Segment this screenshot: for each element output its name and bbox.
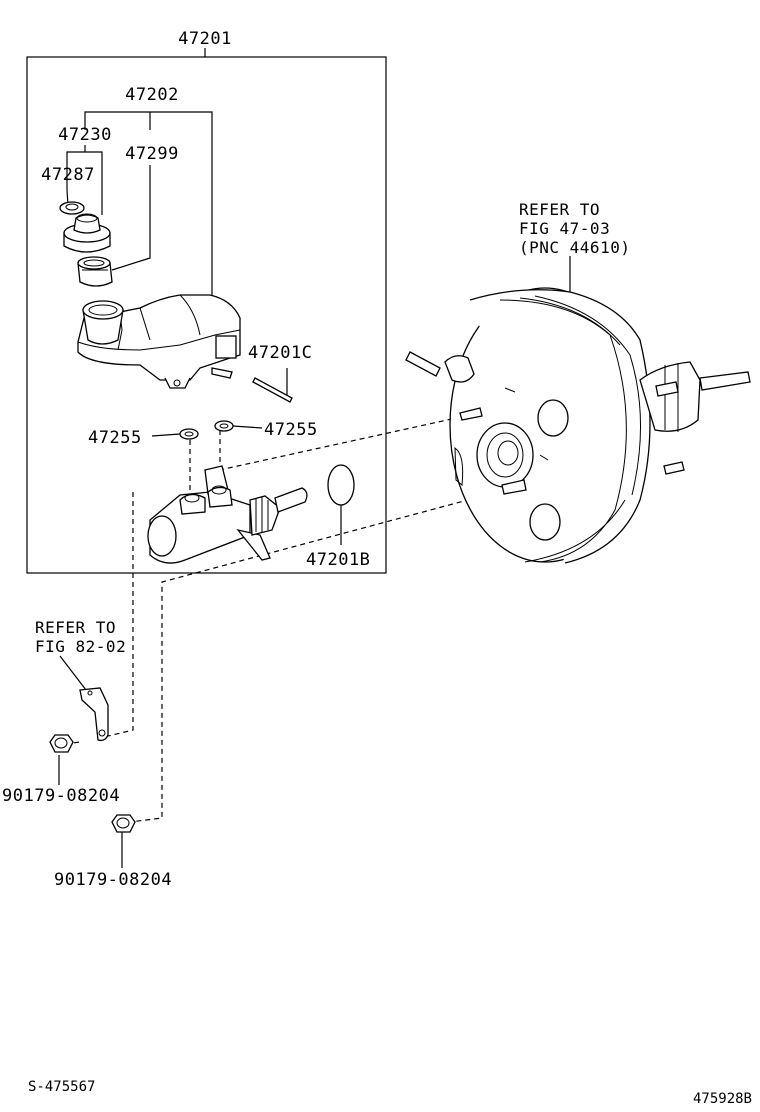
label-oring: 47201B — [306, 550, 370, 570]
brake-booster-part — [405, 287, 751, 564]
label-grommet-right: 47255 — [264, 420, 318, 440]
nut-lower-part — [111, 814, 136, 833]
bracket-ref-line1: REFER TO — [35, 618, 116, 637]
booster-ref-line1: REFER TO — [519, 200, 600, 219]
cap-gasket-part — [59, 201, 85, 215]
master-cylinder-part — [147, 465, 308, 564]
footer-right-code: 475928B — [693, 1091, 752, 1107]
label-reservoir: 47202 — [125, 85, 179, 105]
leader-lines — [58, 111, 571, 868]
booster-ref-line3: (PNC 44610) — [519, 238, 630, 257]
reservoir-cap-part — [63, 213, 111, 253]
label-nut-upper: 90179-08204 — [2, 786, 120, 806]
bracket-ref-line2: FIG 82-02 — [35, 637, 126, 656]
grommet-small-right — [214, 420, 234, 432]
label-cap: 47230 — [58, 125, 112, 145]
booster-ref-line2: FIG 47-03 — [519, 219, 610, 238]
pin-part — [252, 377, 293, 403]
footer-left-code: S-475567 — [28, 1079, 95, 1095]
oring-part — [327, 464, 355, 506]
label-pin: 47201C — [248, 343, 312, 363]
reservoir-part — [77, 294, 241, 389]
label-nut-lower: 90179-08204 — [54, 870, 172, 890]
nut-upper-part — [49, 734, 74, 753]
grommet-small-left — [179, 428, 199, 440]
label-assembly: 47201 — [178, 29, 232, 49]
label-grommet-left: 47255 — [88, 428, 142, 448]
grommet-part — [77, 256, 113, 287]
bracket-part — [79, 687, 109, 742]
alignment-lines — [64, 414, 506, 823]
label-grommet: 47299 — [125, 144, 179, 164]
label-cap-gasket: 47287 — [41, 165, 95, 185]
assembly-frame — [26, 56, 387, 574]
